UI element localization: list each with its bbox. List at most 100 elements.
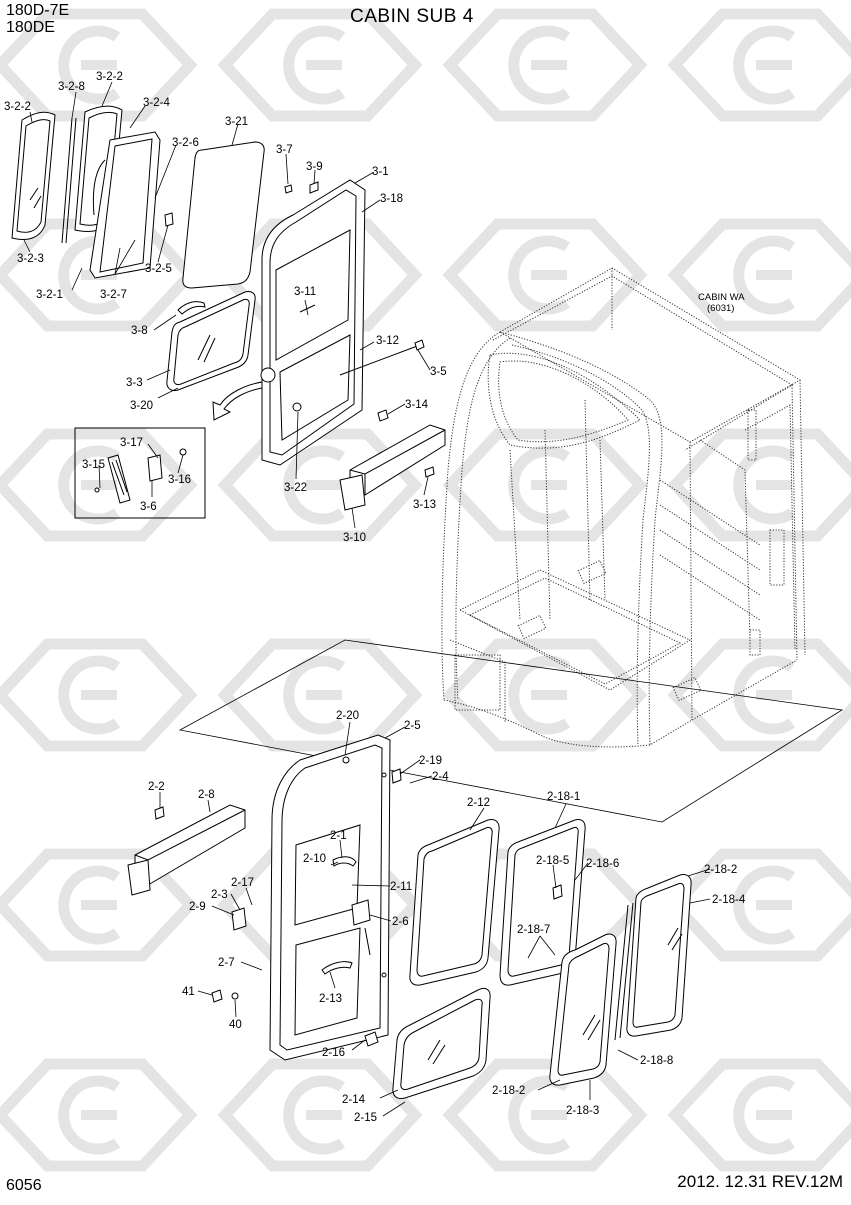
callout-labels: 3-2-2 3-2-8 3-2-2 3-2-4 3-2-6 3-2-3 3-2-… — [4, 71, 746, 1124]
callout-label: 3-5 — [430, 366, 447, 378]
page-title: CABIN SUB 4 — [350, 6, 474, 27]
callout-label: 3-20 — [130, 400, 153, 412]
cabin-assembly-code: (6031) — [707, 303, 734, 314]
watermark-bar — [306, 690, 342, 700]
callout-label: 3-18 — [380, 193, 403, 205]
lower-door-group — [127, 734, 692, 1099]
watermark-mark — [283, 445, 346, 525]
watermark-hexagon — [667, 8, 851, 122]
watermark-bar — [531, 1110, 567, 1120]
callout-label: 3-2-8 — [58, 81, 85, 93]
callout-label: 3-15 — [82, 459, 105, 471]
watermark-mark — [283, 25, 346, 105]
model-name-primary: 180D-7E — [6, 2, 70, 19]
revision-date: 2012. 12.31 REV.12M — [677, 1172, 843, 1191]
callout-label: 3-22 — [284, 482, 307, 494]
page-number: 6056 — [6, 1177, 42, 1194]
watermark-hexagon — [0, 1058, 198, 1172]
callout-label: 2-13 — [319, 993, 342, 1005]
callout-label: 3-17 — [120, 437, 143, 449]
watermark-bar — [81, 900, 117, 910]
callout-label: 3-1 — [372, 166, 389, 178]
callout-label: 2-18-8 — [640, 1055, 673, 1067]
watermark-bar — [756, 1110, 792, 1120]
watermark-hexagon — [217, 1058, 423, 1172]
watermark-mark — [733, 655, 796, 735]
watermark-mark — [508, 235, 571, 315]
callout-label: 3-2-1 — [36, 289, 63, 301]
callout-label: 2-8 — [198, 789, 215, 801]
callout-label: 3-7 — [276, 144, 293, 156]
callout-label: 2-18-1 — [547, 791, 580, 803]
watermark-bar — [81, 480, 117, 490]
watermark-bar — [306, 480, 342, 490]
callout-label: 3-2-4 — [143, 97, 170, 109]
watermark-mark — [58, 445, 121, 525]
callout-label: 3-12 — [376, 335, 399, 347]
callout-label: 2-12 — [467, 797, 490, 809]
callout-label: 2-1 — [330, 830, 347, 842]
watermark-bar — [531, 60, 567, 70]
callout-label: 2-18-7 — [517, 924, 550, 936]
callout-label: 3-9 — [306, 161, 323, 173]
leader-lines — [23, 81, 711, 1117]
callout-label: 2-5 — [404, 720, 421, 732]
watermark-mark — [58, 1075, 121, 1155]
callout-label: 2-19 — [419, 755, 442, 767]
callout-label: 3-10 — [343, 532, 366, 544]
watermark-bar — [756, 480, 792, 490]
watermark-hexagon — [442, 8, 648, 122]
watermark-hexagon — [0, 428, 198, 542]
watermark-hexagon — [442, 638, 648, 752]
callout-label: 2-7 — [218, 957, 235, 969]
watermark-bar — [531, 690, 567, 700]
cabin-assembly-label: CABIN WA — [698, 292, 745, 303]
watermark-mark — [508, 655, 571, 735]
watermark-mark — [508, 1075, 571, 1155]
watermark-hexagon — [217, 8, 423, 122]
watermark-hexagon — [442, 428, 648, 542]
callout-label: 2-18-4 — [712, 894, 746, 906]
watermark-hexagon — [0, 8, 198, 122]
watermark-hexagon — [667, 218, 851, 332]
watermark-mark — [508, 25, 571, 105]
callout-label: 3-2-5 — [145, 263, 172, 275]
watermark-bar — [756, 60, 792, 70]
watermark-bar — [756, 270, 792, 280]
watermark-hexagon — [667, 638, 851, 752]
callout-label: 3-14 — [405, 399, 429, 411]
watermark-bar — [81, 60, 117, 70]
callout-label: 3-6 — [140, 501, 157, 513]
watermark-bar — [81, 690, 117, 700]
upper-door-group — [11, 105, 446, 519]
callout-label: 2-10 — [303, 853, 326, 865]
callout-label: 2-20 — [336, 710, 359, 722]
watermark-bar — [531, 480, 567, 490]
watermark-hexagon — [217, 428, 423, 542]
callout-label: 2-6 — [392, 916, 409, 928]
callout-label: 2-4 — [432, 771, 449, 783]
watermark-bar — [306, 60, 342, 70]
callout-label: 3-16 — [168, 474, 191, 486]
callout-label: 3-2-2 — [96, 71, 123, 83]
watermark-mark — [733, 445, 796, 525]
callout-label: 2-2 — [148, 781, 165, 793]
callout-label: 3-21 — [225, 116, 248, 128]
watermark-bar — [81, 1110, 117, 1120]
watermark-bar — [531, 270, 567, 280]
callout-label: 2-14 — [342, 1094, 366, 1106]
watermark-mark — [733, 865, 796, 945]
callout-label: 2-18-5 — [536, 855, 569, 867]
callout-label: 2-9 — [189, 901, 206, 913]
callout-label: 2-18-3 — [566, 1105, 599, 1117]
cabin-frame-assembly — [441, 267, 806, 748]
callout-label: 3-2-3 — [17, 253, 44, 265]
callout-label: 2-3 — [211, 889, 228, 901]
watermark-hexagon — [667, 428, 851, 542]
callout-label: 2-18-2 — [492, 1085, 525, 1097]
watermark-bar — [306, 1110, 342, 1120]
watermark-mark — [733, 235, 796, 315]
watermark-mark — [58, 25, 121, 105]
